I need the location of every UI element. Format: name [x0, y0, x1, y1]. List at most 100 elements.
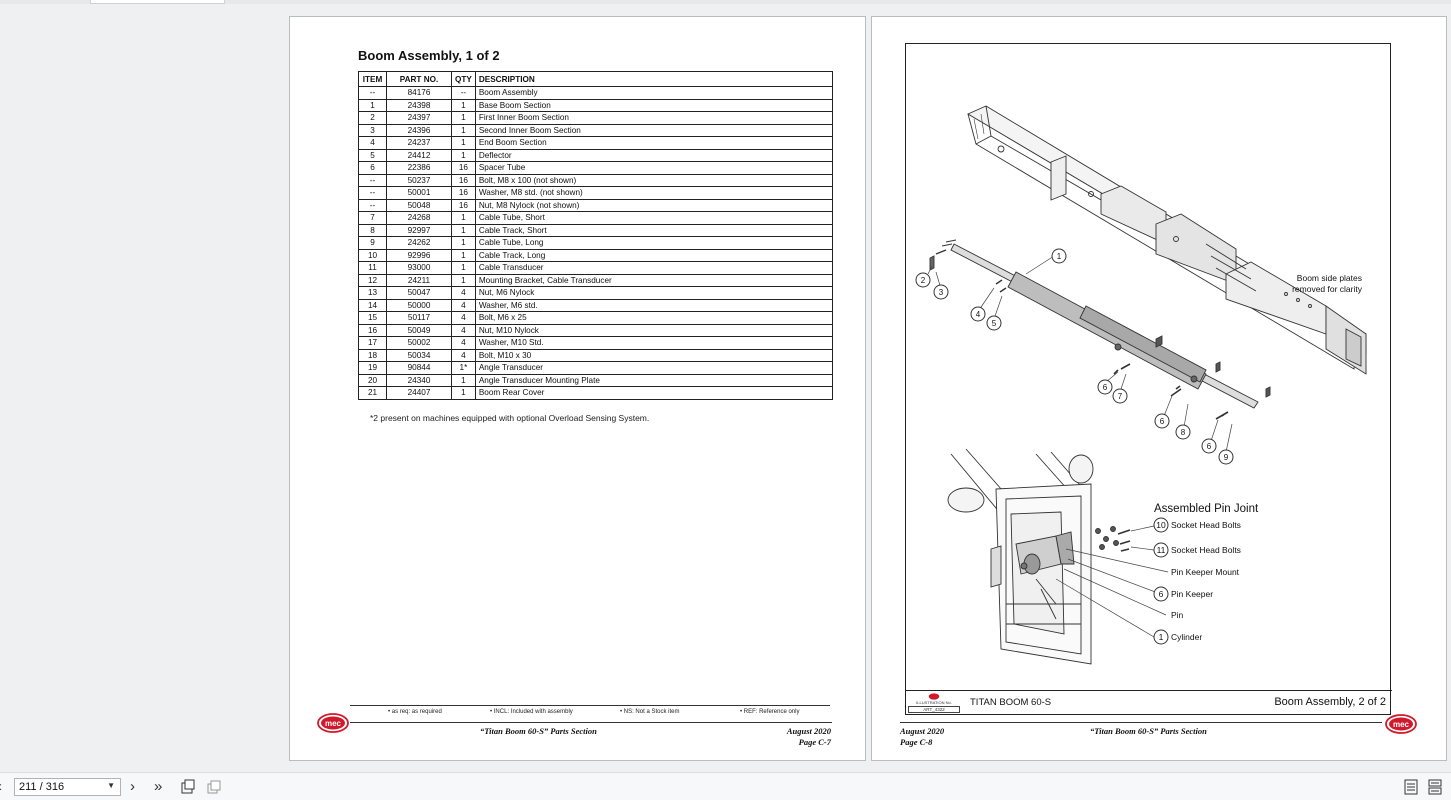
footer-date-block: August 2020 Page C-7 — [787, 726, 831, 748]
document-outline-icon[interactable] — [1404, 779, 1418, 795]
callout-6c: 6 — [1201, 438, 1217, 454]
mec-logo: mec — [317, 713, 349, 733]
side-note-line-1: Boom side plates — [1297, 273, 1362, 283]
callout-number: 2 — [921, 276, 926, 285]
item-cell: 8 — [358, 223, 387, 237]
col-qty-header: QTY — [451, 71, 476, 87]
mec-logo: mec — [1385, 714, 1417, 734]
qty-cell: 4 — [451, 323, 476, 337]
qty-cell: 4 — [451, 336, 476, 350]
document-viewer[interactable]: Boom Assembly, 1 of 2 ITEM PART NO. QTY … — [0, 4, 1451, 772]
callout-number: 4 — [976, 310, 981, 319]
illustration-name: Boom Assembly, 2 of 2 — [1274, 696, 1386, 708]
description-cell: Bolt, M10 x 30 — [474, 348, 834, 362]
footer-page: Page C-7 — [798, 737, 831, 747]
chevron-down-icon: ▼ — [107, 781, 115, 790]
abbrev-incl: • INCL: Included with assembly — [490, 709, 573, 715]
item-cell: 4 — [358, 136, 387, 150]
part-no-cell: 24268 — [386, 211, 452, 225]
abbreviation-rule — [350, 705, 830, 706]
qty-cell: 1 — [451, 261, 476, 275]
description-cell: Washer, M6 std. — [474, 298, 834, 312]
footnote: *2 present on machines equipped with opt… — [370, 413, 650, 423]
svg-text:Pin Keeper Mount: Pin Keeper Mount — [1171, 567, 1240, 577]
svg-text:Pin Keeper: Pin Keeper — [1171, 589, 1213, 599]
col-description-header: DESCRIPTION — [474, 71, 834, 87]
description-cell: Cable Tube, Short — [474, 211, 834, 225]
page-number-select[interactable]: 211 / 316 ▼ — [14, 778, 121, 796]
svg-text:10: 10 — [1156, 520, 1166, 530]
part-no-cell: 50117 — [386, 311, 452, 325]
callout-number: 8 — [1181, 428, 1186, 437]
col-part-no-header: PART NO. — [386, 71, 452, 87]
svg-text:6: 6 — [1159, 589, 1164, 599]
single-page-view-icon[interactable] — [180, 779, 196, 795]
item-cell: -- — [358, 198, 387, 212]
document-tab[interactable] — [90, 0, 225, 4]
page-number-value: 211 / 316 — [19, 781, 65, 793]
description-cell: Nut, M8 Nylock (not shown) — [474, 198, 834, 212]
part-no-cell: 24262 — [386, 236, 452, 250]
part-no-cell: 24340 — [386, 373, 452, 387]
inset-label-6: 6 Pin Keeper — [1153, 586, 1213, 602]
description-cell: Spacer Tube — [474, 161, 834, 175]
part-no-cell: 24211 — [386, 273, 452, 287]
qty-cell: 1 — [451, 386, 476, 400]
mec-logo-small — [928, 693, 940, 700]
part-no-cell: 92997 — [386, 223, 452, 237]
description-cell: Boom Assembly — [474, 86, 834, 100]
callout-number: 6 — [1103, 383, 1108, 392]
description-cell: Angle Transducer — [474, 361, 834, 375]
svg-text:1: 1 — [1159, 632, 1164, 642]
last-page-button[interactable]: » — [154, 778, 163, 795]
item-cell: 9 — [358, 236, 387, 250]
part-no-cell: 50001 — [386, 186, 452, 200]
description-cell: Washer, M10 Std. — [474, 336, 834, 350]
footer-title: “Titan Boom 60-S” Parts Section — [480, 726, 597, 736]
page-c-7: Boom Assembly, 1 of 2 ITEM PART NO. QTY … — [289, 16, 866, 761]
illustration-number: ART_4322 — [908, 706, 960, 713]
description-cell: First Inner Boom Section — [474, 111, 834, 125]
col-item-header: ITEM — [358, 71, 387, 87]
item-cell: -- — [358, 186, 387, 200]
callout-9: 9 — [1218, 449, 1234, 465]
callout-number: 3 — [939, 288, 944, 297]
qty-cell: 4 — [451, 348, 476, 362]
logo-text: mec — [1393, 720, 1410, 729]
item-cell: 20 — [358, 373, 387, 387]
thumbnails-icon[interactable] — [1428, 779, 1442, 795]
callout-number: 5 — [992, 319, 997, 328]
item-cell: 7 — [358, 211, 387, 225]
item-cell: 5 — [358, 148, 387, 162]
qty-cell: 16 — [451, 161, 476, 175]
previous-page-button[interactable]: ‹ — [0, 779, 2, 795]
item-cell: 18 — [358, 348, 387, 362]
qty-cell: 4 — [451, 286, 476, 300]
part-no-cell: 24407 — [386, 386, 452, 400]
part-no-cell: 50034 — [386, 348, 452, 362]
description-cell: Bolt, M8 x 100 (not shown) — [474, 173, 834, 187]
qty-cell: 1 — [451, 273, 476, 287]
description-cell: Cable Track, Short — [474, 223, 834, 237]
callout-number: 7 — [1118, 392, 1123, 401]
illustration-label: ILLUSTRATION No. — [916, 700, 952, 705]
item-cell: 2 — [358, 111, 387, 125]
two-page-view-icon[interactable] — [206, 779, 222, 795]
abbrev-ns: • NS: Not a Stock item — [620, 709, 680, 715]
footer-rule — [900, 722, 1382, 723]
item-cell: 14 — [358, 298, 387, 312]
qty-cell: 1 — [451, 236, 476, 250]
next-page-button[interactable]: › — [130, 778, 135, 795]
footer-title: “Titan Boom 60-S” Parts Section — [1090, 726, 1207, 736]
